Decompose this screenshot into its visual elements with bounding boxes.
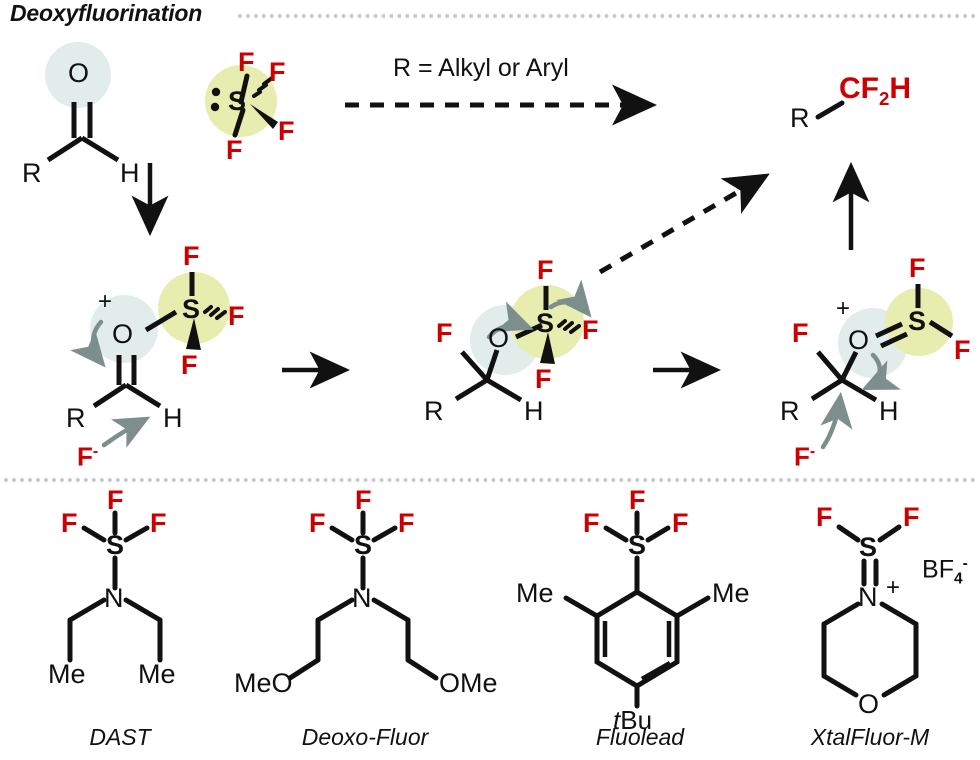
atom-n-xtalfluor: N [858,582,878,612]
counterion-b: B [922,555,939,584]
atom-f-int3-right: F [954,335,971,365]
atom-s-fluolead: S [628,530,647,560]
atom-f-dast-top: F [107,485,124,515]
atom-f-int1-top: F [183,241,200,271]
fluoride-charge-int1: - [92,442,99,460]
atom-r-aldehyde: R [22,158,42,188]
atom-h-int3: H [879,396,899,426]
atom-s-sf4: S [228,86,247,116]
atom-f-xtalfluor-left: F [816,502,833,532]
counterion-charge: - [962,555,968,572]
oxygen-highlight-sm [45,42,111,108]
atom-f-sf4-bottom: F [226,135,243,165]
charge-plus-int3: + [836,295,851,322]
atom-f-int1-bottom: F [181,350,198,380]
header-divider-top [238,14,976,18]
atom-f-deoxofluor-right: F [398,508,415,538]
atom-s-int3: S [908,306,927,336]
atom-f-fluolead-top: F [629,485,646,515]
atom-s-xtalfluor: S [859,532,878,562]
atom-f-int3-top: F [909,253,926,283]
atom-n-deoxofluor: N [352,583,372,613]
atom-f-dast-left: F [61,508,78,538]
atom-n-dast: N [104,583,124,613]
atom-s-deoxofluor: S [354,530,373,560]
atom-f-fluolead-left: F [583,508,600,538]
counterion-bf4: BF4- [922,556,968,587]
atom-f-int2-bottom: F [535,364,552,394]
product-c: C [839,72,861,105]
charge-plus-xtalfluor: + [886,574,901,601]
atom-s-dast: S [106,530,125,560]
atom-f-xtalfluor-right: F [903,502,920,532]
atom-f-int2-left: F [436,318,453,348]
label-me-dast-left: Me [48,659,86,689]
label-tbu-italic-t: t [613,705,621,735]
atom-s-int1: S [182,294,201,324]
atom-h-int1: H [163,403,183,433]
atom-f-sf4-upper-right: F [269,57,286,87]
atom-r-int3: R [780,396,800,426]
fluoride-f-int1: F [77,441,93,472]
atom-f-dast-right: F [150,508,167,538]
reagent-caption-deoxofluor: Deoxo-Fluor [301,724,429,750]
atom-f-int1-right: F [228,301,245,331]
product-h: H [889,72,912,105]
fluoride-anion-int1: F- [77,443,98,470]
atom-o-xtalfluor: O [858,689,880,719]
label-tbu-rest: Bu [620,705,653,735]
label-me-fluolead-left: Me [516,578,554,608]
label-ome-deoxofluor-right: OMe [439,668,498,698]
fluoride-f-int3: F [794,441,810,472]
fluoride-anion-int3: F- [794,443,815,470]
reagent-caption-fluolead: Fluolead [595,724,685,750]
atom-o-int2: O [488,323,510,353]
atom-h-aldehyde: H [120,158,140,188]
atom-f-int2-top: F [537,255,554,285]
reagent-caption-xtalfluor: XtalFluor-M [810,724,930,750]
product-subscript-2: 2 [879,88,890,109]
atom-f-fluolead-right: F [672,508,689,538]
fluoride-charge-int3: - [809,442,816,460]
atom-r-product: R [790,103,810,133]
counterion-f: F [938,555,954,584]
atom-f-sf4-lower-right: F [278,116,295,146]
counterion-subscript-4: 4 [953,570,963,588]
product-f: F [860,72,879,105]
section-title: Deoxyfluorination [10,0,203,26]
atom-f-deoxofluor-top: F [355,485,372,515]
atom-f-int2-right: F [582,315,599,345]
label-me-fluolead-right: Me [712,578,750,608]
charge-plus-int1: + [98,288,113,315]
atom-r-int1: R [66,403,86,433]
atom-r-int2: R [424,396,444,426]
section-divider-middle [4,478,976,482]
atom-f-int3-left: F [792,318,809,348]
atom-f-sf4-top: F [238,47,255,77]
condition-label: R = Alkyl or Aryl [393,54,569,82]
atom-f-deoxofluor-left: F [309,508,326,538]
product-cf2h-group: CF2H [839,74,911,109]
label-me-dast-right: Me [138,659,176,689]
atom-h-int2: H [524,396,544,426]
atom-o-aldehyde: O [68,58,90,88]
atom-o-int1: O [112,319,134,349]
label-tbu-fluolead: tBu [613,707,652,733]
atom-o-int3: O [848,325,870,355]
reagent-caption-dast: DAST [89,724,151,750]
label-omeo-deoxofluor-left: MeO [234,668,293,698]
atom-s-int2: S [536,308,555,338]
